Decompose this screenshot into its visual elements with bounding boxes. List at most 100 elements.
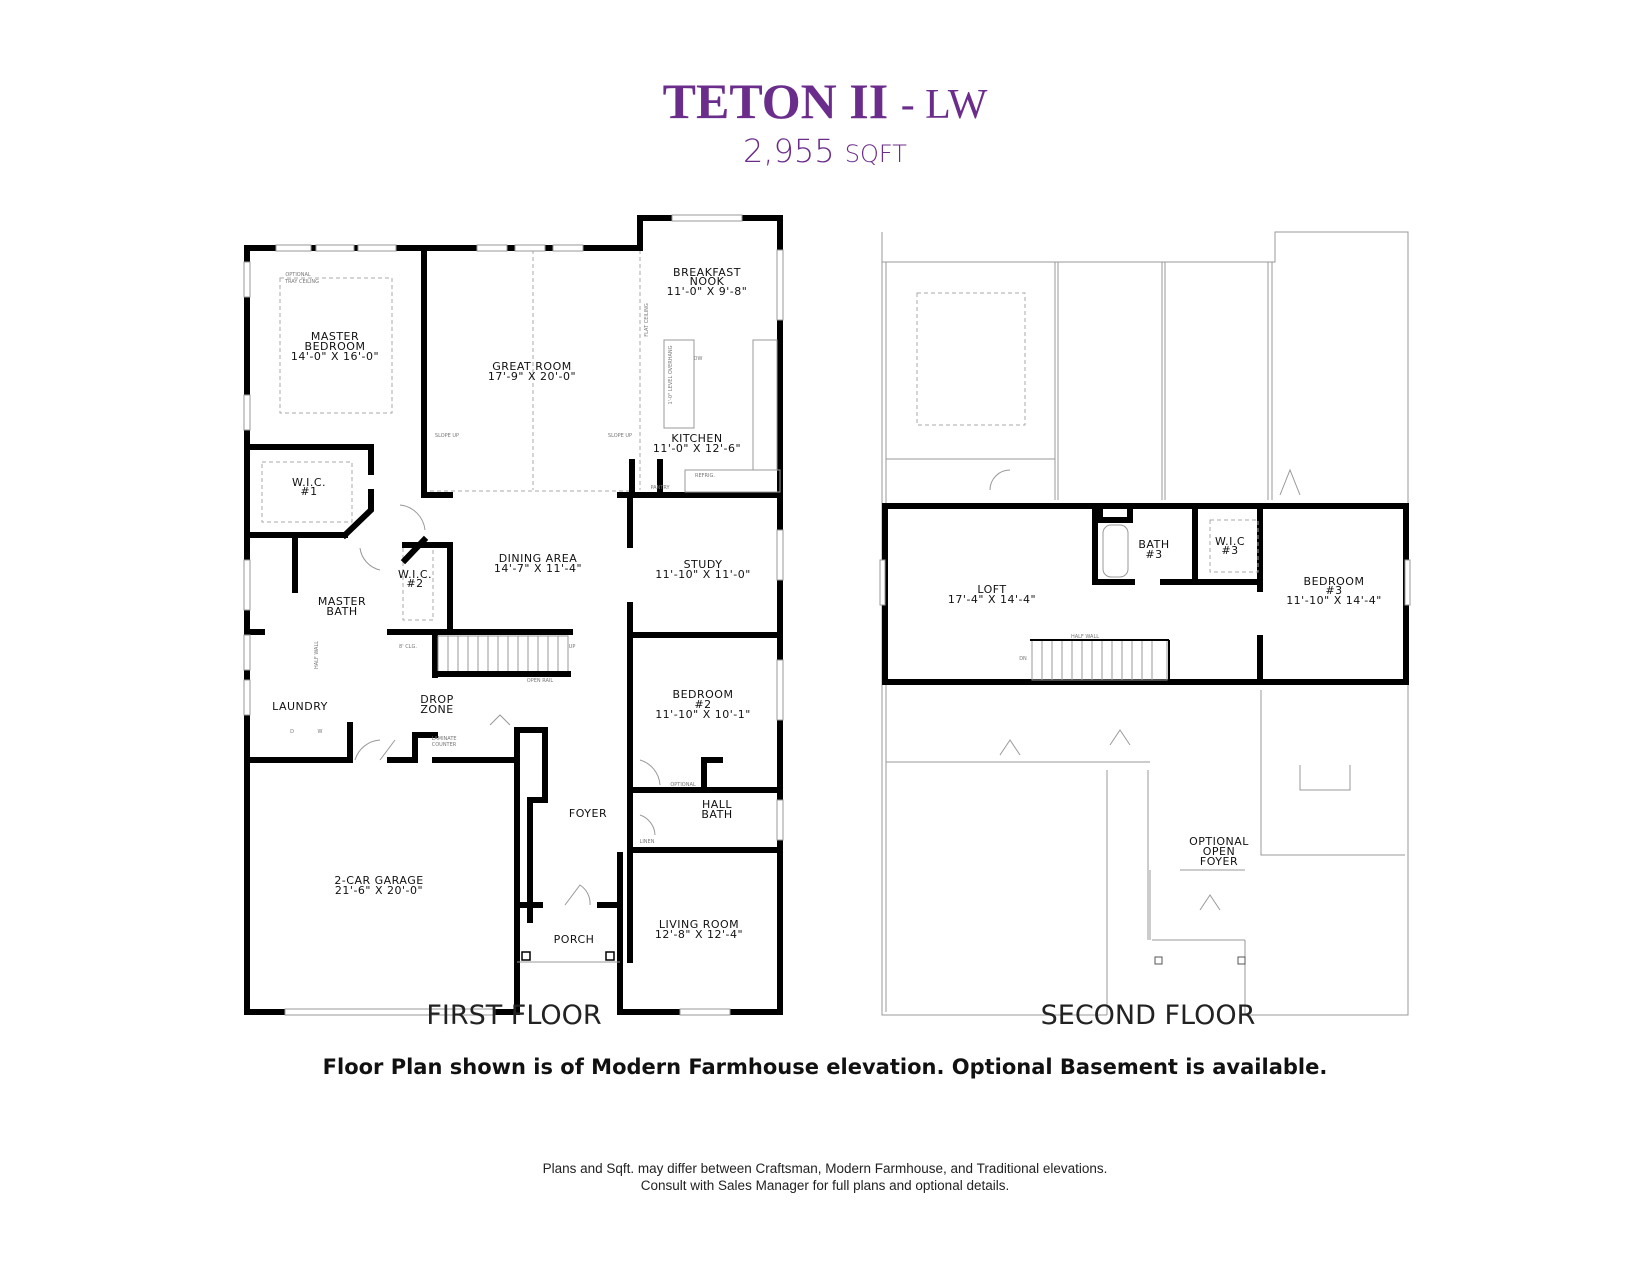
svg-text:W.I.C#3: W.I.C#3 bbox=[1215, 535, 1245, 557]
room-label-breakfast-nook: BREAKFAST bbox=[673, 266, 741, 279]
room-label-bath-3: #3 bbox=[1145, 548, 1162, 561]
note-half-wall: HALF WALL bbox=[1071, 634, 1099, 640]
note-pantry: PANTRY bbox=[650, 485, 670, 491]
room-dims-kitchen: 11'-0" X 12'-6" bbox=[653, 442, 741, 455]
room-label-bedroom-3: #3 bbox=[1325, 584, 1342, 597]
sqft-unit: SQFT bbox=[844, 140, 907, 168]
room-label-wic-3: #3 bbox=[1221, 544, 1238, 557]
note-overhang: 1'-0" LEVEL OVERHANG bbox=[668, 345, 674, 404]
room-label-master-bedroom: BEDROOM bbox=[305, 340, 366, 353]
room-dims-bedroom-3: 11'-10" X 14'-4" bbox=[1286, 594, 1382, 607]
elevation-note: Floor Plan shown is of Modern Farmhouse … bbox=[322, 1055, 1328, 1079]
room-label-wic-2: #2 bbox=[406, 577, 423, 590]
room-dims-breakfast-nook: 11'-0" X 9'-8" bbox=[667, 285, 748, 298]
room-label-bedroom-2: BEDROOM bbox=[673, 688, 734, 701]
plan-title: TETON II - LW bbox=[0, 72, 1650, 130]
svg-text:BEDROOM#211'-10" X 10'-1": BEDROOM#211'-10" X 10'-1" bbox=[655, 688, 751, 721]
note-slope-up: SLOPE UP bbox=[435, 433, 459, 439]
note-optional: OPTIONAL bbox=[670, 782, 696, 788]
note-half-wall: HALF WALL bbox=[314, 641, 320, 669]
room-label-loft: LOFT bbox=[977, 583, 1006, 596]
note-8-clg: 8' CLG. bbox=[399, 644, 417, 650]
room-label-breakfast-nook: NOOK bbox=[690, 275, 725, 288]
room-label-bedroom-2: #2 bbox=[694, 698, 711, 711]
note-refrig: REFRIG. bbox=[695, 473, 715, 479]
room-dims-great-room: 17'-9" X 20'-0" bbox=[488, 370, 576, 383]
note-up: UP bbox=[569, 644, 576, 650]
sqft-value: 2,955 bbox=[743, 132, 835, 170]
svg-text:BATH#3: BATH#3 bbox=[1138, 538, 1169, 561]
room-label-porch: PORCH bbox=[554, 933, 595, 946]
room-label-drop-zone: ZONE bbox=[420, 703, 453, 716]
room-label-dining-area: DINING AREA bbox=[499, 552, 578, 565]
room-dims-garage: 21'-6" X 20'-0" bbox=[335, 884, 423, 897]
room-label-wic-3: W.I.C bbox=[1215, 535, 1245, 548]
plan-suffix: - LW bbox=[900, 82, 988, 128]
room-label-master-bath: BATH bbox=[326, 605, 357, 618]
room-label-wic-1: W.I.C. bbox=[292, 476, 326, 489]
note-tray-ceiling: TRAY CEILING bbox=[284, 279, 319, 285]
disclaimer-line-1: Plans and Sqft. may differ between Craft… bbox=[542, 1161, 1108, 1176]
note-washer: W bbox=[318, 729, 323, 735]
room-label-study: STUDY bbox=[684, 558, 723, 571]
room-label-wic-1: #1 bbox=[300, 485, 317, 498]
room-label-bath-3: BATH bbox=[1138, 538, 1169, 551]
svg-text:BEDROOM#311'-10" X 14'-4": BEDROOM#311'-10" X 14'-4" bbox=[1286, 575, 1382, 607]
note-dw: DW bbox=[694, 356, 703, 362]
room-label-living-room: LIVING ROOM bbox=[659, 918, 739, 931]
note-flat-ceiling: FLAT CEILING bbox=[644, 303, 650, 337]
room-dims-living-room: 12'-8" X 12'-4" bbox=[655, 928, 743, 941]
note-open-rail: OPEN RAIL bbox=[527, 678, 554, 684]
plan-sqft: 2,955 SQFT bbox=[0, 132, 1650, 170]
room-dims-bedroom-2: 11'-10" X 10'-1" bbox=[655, 708, 751, 721]
room-label-kitchen: KITCHEN bbox=[671, 432, 722, 445]
room-dims-study: 11'-10" X 11'-0" bbox=[655, 568, 751, 581]
room-label-garage: 2-CAR GARAGE bbox=[334, 874, 423, 887]
room-label-great-room: GREAT ROOM bbox=[492, 360, 571, 373]
room-label-master-bedroom: MASTER bbox=[311, 330, 359, 343]
room-label-optional-open-foyer: OPTIONAL bbox=[1189, 835, 1249, 848]
stair-treads bbox=[447, 636, 559, 672]
room-label-foyer: FOYER bbox=[569, 807, 607, 820]
room-label-hall-bath: HALL bbox=[702, 798, 732, 811]
plan-name: TETON II bbox=[662, 73, 889, 129]
room-label-hall-bath: BATH bbox=[701, 808, 732, 821]
note-laminate: LAMINATE bbox=[431, 736, 456, 742]
note-optional: OPTIONAL bbox=[285, 272, 311, 278]
room-label-master-bath: MASTER bbox=[318, 595, 366, 608]
room-label-laundry: LAUNDRY bbox=[272, 700, 328, 713]
second-floor-caption: SECOND FLOOR bbox=[1040, 1000, 1256, 1031]
room-dims-loft: 17'-4" X 14'-4" bbox=[948, 593, 1036, 606]
room-label-optional-open-foyer: FOYER bbox=[1200, 855, 1238, 868]
note-slope-up: SLOPE UP bbox=[608, 433, 632, 439]
room-label-bedroom-3: BEDROOM bbox=[1304, 575, 1365, 588]
note-counter: COUNTER bbox=[432, 742, 457, 748]
svg-text:W.I.C.#2: W.I.C.#2 bbox=[398, 568, 432, 590]
room-label-optional-open-foyer: OPEN bbox=[1203, 845, 1235, 858]
note-dryer: D bbox=[290, 729, 294, 735]
room-dims-dining-area: 14'-7" X 11'-4" bbox=[494, 562, 582, 575]
first-floor-caption: FIRST FLOOR bbox=[426, 1000, 602, 1031]
room-label-drop-zone: DROP bbox=[420, 693, 453, 706]
note-dn: DN bbox=[1019, 656, 1027, 662]
svg-text:W.I.C.#1: W.I.C.#1 bbox=[292, 476, 326, 498]
note-linen: LINEN bbox=[640, 839, 655, 845]
room-dims-master-bedroom: 14'-0" X 16'-0" bbox=[291, 350, 379, 363]
disclaimer-line-2: Consult with Sales Manager for full plan… bbox=[640, 1178, 1010, 1193]
